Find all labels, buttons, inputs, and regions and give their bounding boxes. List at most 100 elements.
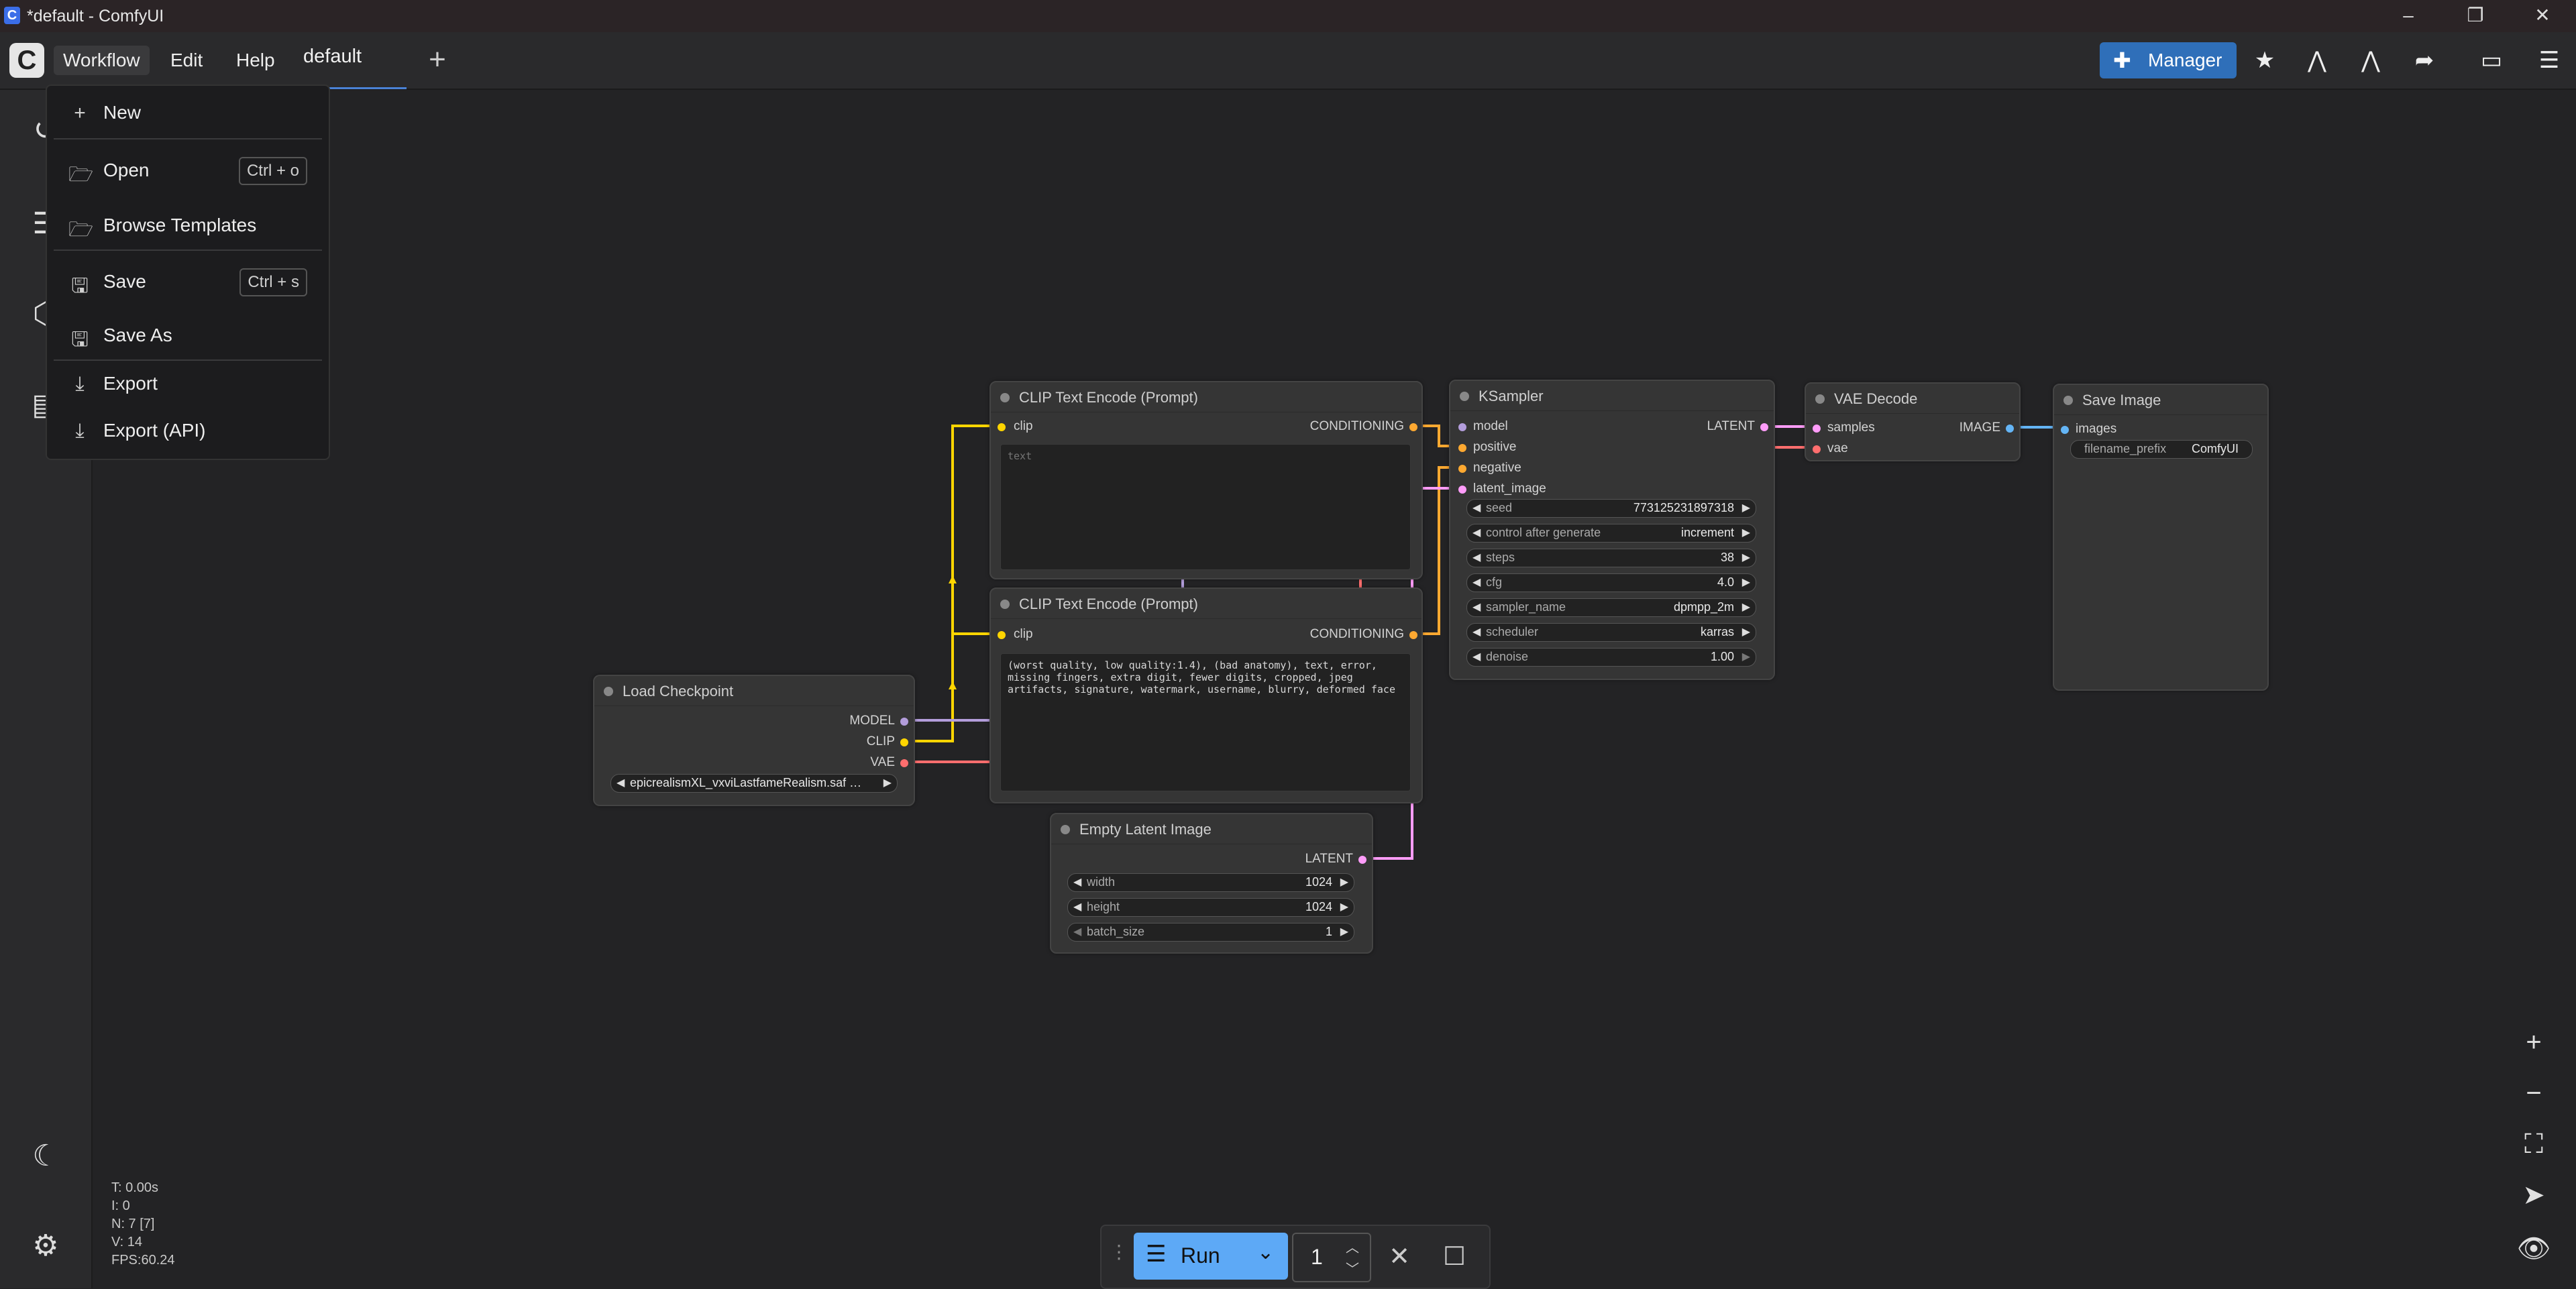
star-icon[interactable]: ★	[2254, 48, 2275, 73]
collapse-dot-icon[interactable]	[1815, 394, 1825, 404]
output-slot-latent[interactable]	[1760, 423, 1768, 431]
comfyui-logo[interactable]: C	[9, 43, 44, 78]
increment-arrow-icon[interactable]: ▶	[1741, 527, 1750, 539]
node-header[interactable]: Load Checkpoint	[594, 676, 914, 706]
menu-help[interactable]: Help	[236, 50, 275, 70]
restore-icon[interactable]: ❐	[2467, 5, 2484, 25]
increment-arrow-icon[interactable]: ▶	[1741, 502, 1750, 514]
output-slot-latent[interactable]	[1358, 856, 1366, 864]
menu-workflow[interactable]: Workflow	[54, 46, 150, 75]
decrement-arrow-icon[interactable]: ◀	[1472, 552, 1481, 563]
collapse-dot-icon[interactable]	[1061, 825, 1070, 834]
output-slot-conditioning[interactable]	[1409, 423, 1417, 431]
chevron-down-icon[interactable]: ﹀	[1346, 1262, 1359, 1277]
prompt-text-field[interactable]	[1000, 444, 1411, 570]
node-vae-decode[interactable]: VAE Decode samples vae IMAGE	[1805, 382, 2021, 461]
input-slot-samples[interactable]	[1813, 425, 1821, 433]
share-icon[interactable]: ➦	[2414, 48, 2434, 73]
decrement-arrow-icon[interactable]: ◀	[1472, 651, 1481, 663]
node-clip-text-encode-positive[interactable]: CLIP Text Encode (Prompt) clip CONDITION…	[989, 381, 1423, 579]
node-header[interactable]: VAE Decode	[1806, 384, 2019, 414]
collapse-dot-icon[interactable]	[1000, 600, 1010, 609]
bottom-panel-icon[interactable]: ▭	[2480, 48, 2503, 73]
increment-arrow-icon[interactable]: ▶	[1340, 901, 1348, 913]
prompt-text-field[interactable]: (worst quality, low quality:1.4), (bad a…	[1000, 653, 1411, 791]
decrement-arrow-icon[interactable]: ◀	[1073, 901, 1082, 913]
theme-toggle-icon[interactable]: ☾	[32, 1139, 59, 1172]
node-header[interactable]: Empty Latent Image	[1051, 814, 1372, 844]
input-slot-clip[interactable]	[998, 631, 1006, 639]
increment-arrow-icon[interactable]: ▶	[1741, 651, 1750, 663]
menu-item-export[interactable]: ⤓Export	[47, 363, 329, 404]
increment-arrow-icon[interactable]: ▶	[1741, 577, 1750, 588]
menu-item-export-api[interactable]: ⤓Export (API)	[47, 410, 329, 451]
manager-button[interactable]: ✚ Manager	[2100, 42, 2237, 78]
decrement-arrow-icon[interactable]: ◀	[1073, 926, 1082, 938]
decrement-arrow-icon[interactable]: ◀	[1472, 527, 1481, 539]
decrement-arrow-icon[interactable]: ◀	[1472, 602, 1481, 613]
increment-arrow-icon[interactable]: ▶	[1340, 877, 1348, 888]
cancel-run-icon[interactable]: ✕	[1389, 1243, 1410, 1271]
input-slot-latent-image[interactable]	[1458, 486, 1466, 494]
increment-arrow-icon[interactable]: ▶	[1340, 926, 1348, 938]
chevron-up-icon[interactable]: ︿	[1346, 1241, 1359, 1255]
collapse-dot-icon[interactable]	[1000, 393, 1010, 402]
input-slot-clip[interactable]	[998, 423, 1006, 431]
increment-arrow-icon[interactable]: ▶	[1741, 626, 1750, 638]
toggle-links-visibility-icon[interactable]: 👁	[2516, 1234, 2551, 1264]
decrement-arrow-icon[interactable]: ◀	[1472, 502, 1481, 514]
collapse-dot-icon[interactable]	[604, 687, 613, 696]
input-slot-images[interactable]	[2061, 426, 2069, 434]
node-model-icon[interactable]: ⋀	[2308, 48, 2326, 73]
input-slot-positive[interactable]	[1458, 444, 1466, 452]
output-slot-vae[interactable]	[900, 759, 908, 767]
chevron-down-icon[interactable]: ⌄	[1257, 1241, 1275, 1264]
new-tab-icon[interactable]: +	[429, 43, 446, 76]
zoom-out-icon[interactable]: −	[2526, 1078, 2542, 1108]
input-slot-vae[interactable]	[1813, 445, 1821, 453]
collapse-dot-icon[interactable]	[2063, 396, 2073, 405]
decrement-arrow-icon[interactable]: ◀	[1073, 877, 1082, 888]
decrement-arrow-icon[interactable]: ◀	[616, 777, 625, 789]
increment-arrow-icon[interactable]: ▶	[1741, 602, 1750, 613]
node-header[interactable]: KSampler	[1450, 381, 1774, 411]
decrement-arrow-icon[interactable]: ◀	[1472, 626, 1481, 638]
node-model-alt-icon[interactable]: ⋀	[2361, 48, 2380, 73]
menu-edit[interactable]: Edit	[170, 50, 203, 70]
batch-count-input[interactable]: 1 ︿ ﹀	[1292, 1233, 1371, 1282]
zoom-in-icon[interactable]: +	[2526, 1027, 2542, 1057]
menu-item-save-as[interactable]: 🖫Save As	[47, 315, 329, 355]
output-slot-model[interactable]	[900, 718, 908, 726]
node-load-checkpoint[interactable]: Load Checkpoint MODEL CLIP VAE ◀epicreal…	[593, 675, 915, 806]
stop-square-icon[interactable]: ☐	[1442, 1243, 1466, 1271]
pointer-mode-icon[interactable]: ➤	[2522, 1180, 2545, 1210]
close-window-icon[interactable]: ✕	[2534, 5, 2551, 25]
menu-item-browse-templates[interactable]: 🗁Browse Templates	[47, 205, 329, 245]
increment-arrow-icon[interactable]: ▶	[883, 777, 892, 789]
widget-ckpt-name[interactable]: ◀epicrealismXL_vxviLastfameRealism.saf ……	[610, 774, 898, 793]
decrement-arrow-icon[interactable]: ◀	[1472, 577, 1481, 588]
menu-item-new[interactable]: +New	[47, 93, 329, 133]
node-clip-text-encode-negative[interactable]: CLIP Text Encode (Prompt) clip CONDITION…	[989, 587, 1423, 803]
fit-view-icon[interactable]: ⛶	[2524, 1129, 2543, 1159]
tab-default[interactable]: default	[291, 36, 407, 89]
minimize-icon[interactable]: –	[2403, 5, 2414, 25]
settings-gear-icon[interactable]: ⚙	[32, 1229, 59, 1262]
input-slot-negative[interactable]	[1458, 465, 1466, 473]
hamburger-menu-icon[interactable]: ☰	[2538, 48, 2560, 73]
